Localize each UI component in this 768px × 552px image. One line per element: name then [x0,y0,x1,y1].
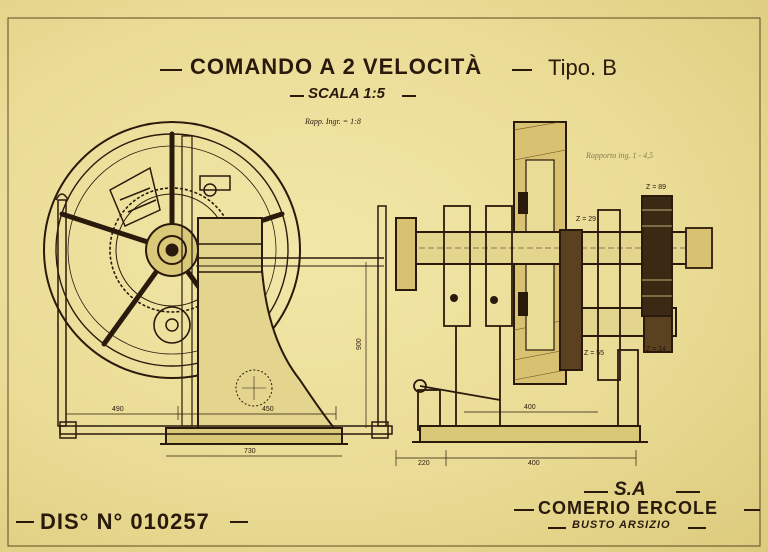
lever-linkage [413,379,501,431]
sheet-border [7,17,761,547]
gear-z89 [641,195,673,317]
company-rules [514,491,760,529]
side-base [419,425,641,443]
gear-label-z29: Z = 29 [576,216,597,223]
pencil-ratio-note: Rapporto ing. 1 - 4,5 [586,151,654,160]
left-lever [57,199,67,427]
side-view [395,121,713,466]
handwheel-outer-rim [43,121,301,379]
front-view [43,121,393,457]
dim-450: 450 [262,406,274,413]
company-city: BUSTO ARSIZIO [572,519,671,531]
base-plate [165,427,343,445]
dim-900-vertical: 900 [356,338,363,350]
title-rules [160,69,532,97]
drawing-title: COMANDO A 2 VELOCITÀ [190,54,483,79]
side-dimension-lines [395,411,637,466]
company-name: COMERIO ERCOLE [538,498,719,518]
cam-disc [235,369,273,407]
side-hub [395,217,417,291]
gear-z29 [559,229,583,371]
dim-490: 490 [112,406,124,413]
gear-z14 [643,315,673,353]
gear-ratio-note: Rapp. Ingr. = 1:8 [305,117,361,126]
company-legal-form: S.A [614,479,646,500]
drawing-number: DIS° N° 010257 [40,509,210,534]
clutch-mechanism [109,166,231,228]
clutch-details [450,192,528,316]
dim-400-bottom: 400 [528,460,540,467]
bearing-uprights [443,205,639,431]
drawing-scale: SCALA 1:5 [308,85,385,102]
drawing-type: Tipo. B [548,55,617,80]
pinion-gear [153,306,191,344]
dimension-lines [65,262,367,457]
gear-label-z55: Z = 55 [584,350,605,357]
gear-label-z89: Z = 89 [646,184,667,191]
dim-220: 220 [418,460,430,467]
gear-label-z14: Z = 14 [646,346,667,353]
dim-400-top: 400 [524,404,536,411]
pedestal-housing [197,217,337,429]
dim-730: 730 [244,448,256,455]
